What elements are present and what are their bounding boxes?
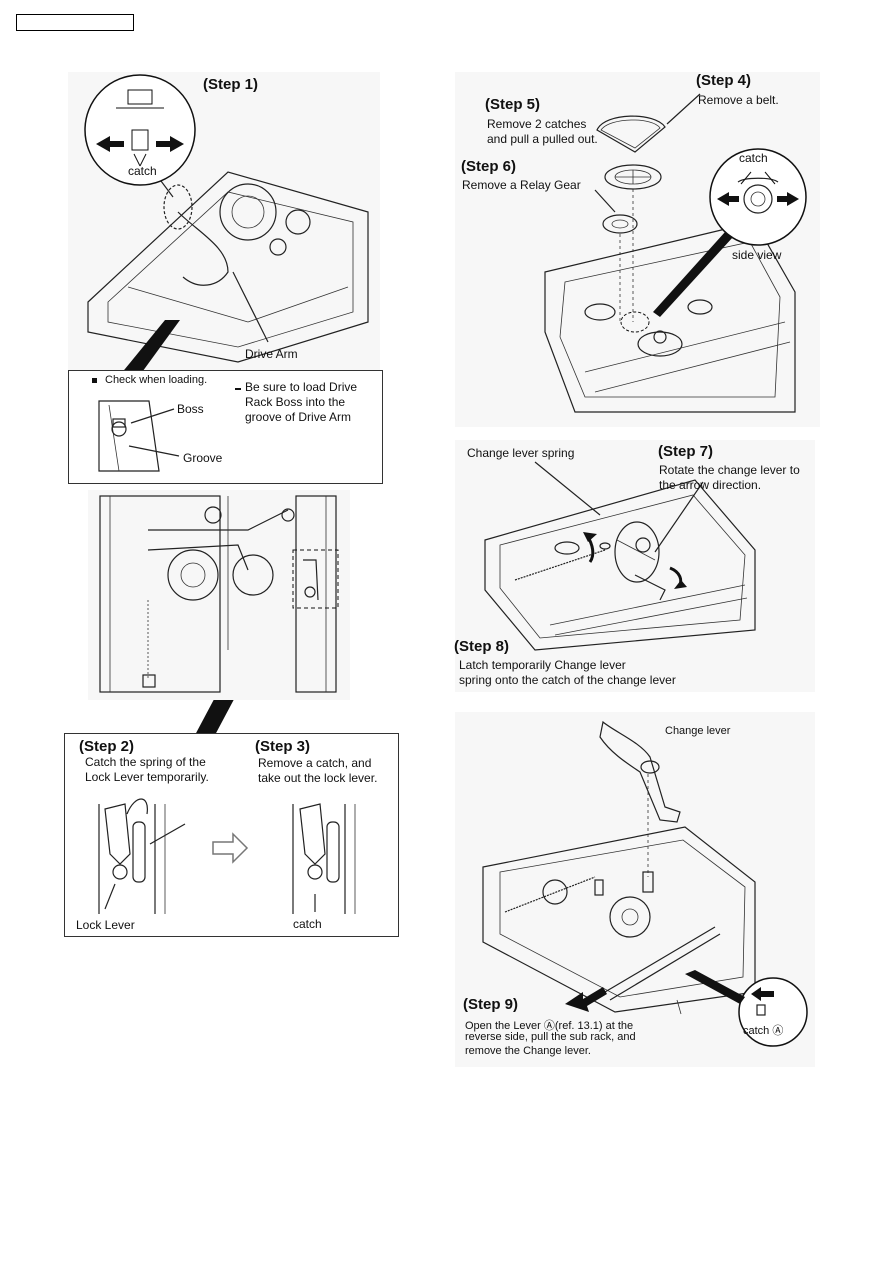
step7-title: (Step 7) — [658, 443, 714, 460]
step2-line-2: Lock Lever temporarily. — [85, 770, 209, 784]
step4-text: Remove a belt. — [698, 93, 779, 107]
lock-lever-drawing — [98, 798, 356, 914]
catch-detail-circle — [84, 74, 196, 186]
step3-title: (Step 3) — [255, 738, 311, 755]
change-lever-removal-drawing — [482, 720, 808, 1047]
be-sure-line-3: groove of Drive Arm — [245, 410, 352, 424]
step4-title: (Step 4) — [696, 72, 752, 89]
step1-catch-label: catch — [128, 164, 157, 178]
step3-line-1: Remove a catch, and — [258, 756, 372, 770]
change-lever-spring-label: Change lever spring — [467, 446, 575, 460]
step9-line-3: remove the Change lever. — [465, 1045, 591, 1057]
be-sure-line-1: Be sure to load Drive — [245, 380, 358, 394]
header-box — [16, 14, 134, 31]
boss-label: Boss — [177, 402, 204, 416]
step9-line-2: reverse side, pull the sub rack, and — [465, 1031, 636, 1043]
top-view-panel — [88, 490, 350, 700]
step4-6-panel: (Step 4) Remove a belt. (Step 5) Remove … — [455, 72, 820, 427]
top-view-drawing — [99, 495, 339, 693]
side-view-catch-label: catch — [739, 151, 768, 165]
loading-note-box: Check when loading. Be sure to load Driv… — [68, 370, 383, 484]
step5-line-2: and pull a pulled out. — [487, 132, 598, 146]
step7-line-1: Rotate the change lever to — [659, 463, 800, 477]
be-sure-line-2: Rack Boss into the — [245, 395, 346, 409]
step1-title: (Step 1) — [203, 76, 259, 93]
step3-catch-label: catch — [293, 917, 322, 931]
change-lever-spring-drawing — [484, 461, 756, 651]
step2-title: (Step 2) — [79, 738, 135, 755]
step8-title: (Step 8) — [454, 638, 510, 655]
step7-line-2: the arrow direction. — [659, 478, 762, 492]
step2-3-box: (Step 2) Catch the spring of the Lock Le… — [64, 733, 399, 937]
belt-gear-drawing — [544, 93, 807, 413]
step9-title: (Step 9) — [463, 996, 519, 1013]
step6-title: (Step 6) — [461, 158, 517, 175]
step9-line-1: Open the Lever Ⓐ(ref. 13.1) at the — [465, 1020, 634, 1032]
check-loading-text: Check when loading. — [105, 374, 208, 386]
step1-panel: (Step 1) catch Drive Arm — [68, 72, 380, 370]
step8-line-1: Latch temporarily Change lever — [459, 658, 626, 672]
boss-groove-drawing — [92, 378, 241, 472]
step9-panel: Change lever (Step 9) Open the Lever Ⓐ(r… — [455, 712, 815, 1067]
lock-lever-label: Lock Lever — [76, 918, 135, 932]
change-lever-label: Change lever — [665, 725, 731, 737]
step7-8-panel: Change lever spring (Step 7) Rotate the … — [454, 440, 815, 692]
step3-line-2: take out the lock lever. — [258, 771, 378, 785]
step8-line-2: spring onto the catch of the change leve… — [459, 673, 676, 687]
groove-label: Groove — [183, 451, 223, 465]
step6-text: Remove a Relay Gear — [462, 178, 581, 192]
step5-line-1: Remove 2 catches — [487, 117, 587, 131]
step2-line-1: Catch the spring of the — [85, 755, 206, 769]
catch-a-label: catch Ⓐ — [743, 1025, 784, 1037]
side-view-caption: side view — [732, 248, 782, 262]
drive-arm-label: Drive Arm — [245, 347, 298, 361]
step5-title: (Step 5) — [485, 96, 541, 113]
